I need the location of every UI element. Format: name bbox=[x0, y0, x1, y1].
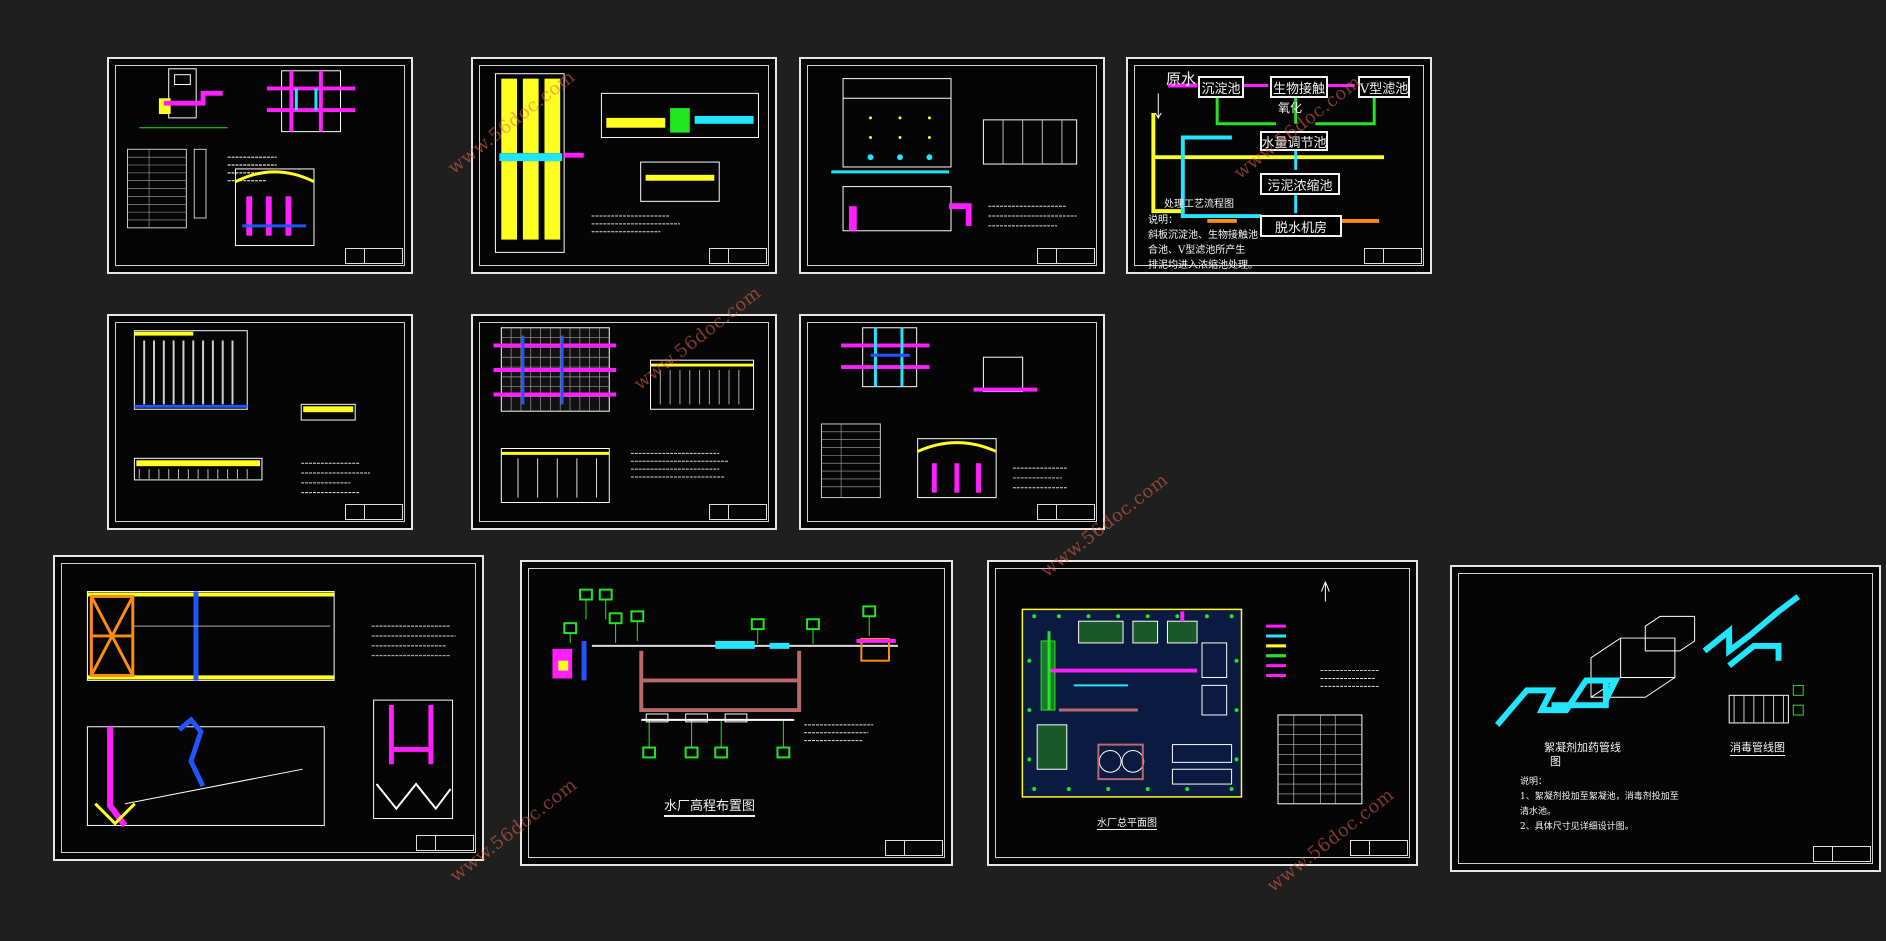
drawing-sheet-pump-house[interactable] bbox=[107, 57, 413, 274]
flow-note-line: 斜板沉淀池、生物接触池 bbox=[1148, 230, 1258, 241]
flow-oxidation-label: 氧化 bbox=[1278, 101, 1303, 115]
title-block bbox=[709, 504, 767, 520]
pipeline-note-line: 清水池。 bbox=[1520, 807, 1557, 817]
sheet-frame bbox=[115, 65, 405, 266]
bio-contact-drawing bbox=[133, 330, 370, 494]
elevation-drawing bbox=[552, 588, 898, 759]
elevation-caption: 水厂高程布置图 bbox=[664, 795, 756, 817]
pump-house-drawing bbox=[126, 68, 356, 246]
dosing-pipelines-drawing bbox=[1494, 594, 1804, 727]
flocculation-drawing bbox=[493, 327, 755, 503]
sheet-frame bbox=[995, 568, 1410, 858]
coagulant-pipe-caption-2: 图 bbox=[1550, 755, 1561, 768]
drawing-sheet-flocculation[interactable] bbox=[471, 314, 777, 530]
site-layout-drawing bbox=[1021, 581, 1380, 805]
drawing-sheet-site-layout[interactable]: 水厂总平面图 bbox=[987, 560, 1418, 866]
sheet-frame bbox=[1458, 573, 1873, 864]
pipeline-notes: 说明： 1、絮凝剂投加至絮凝池，消毒剂投加至 清水池。 2、具体尺寸见详细设计图… bbox=[1520, 775, 1679, 835]
flow-note-line: 排泥均进入浓缩池处理。 bbox=[1148, 260, 1258, 271]
process-flow-lines bbox=[1151, 83, 1385, 223]
title-block bbox=[1037, 504, 1095, 520]
sheet-frame bbox=[479, 322, 769, 522]
clarifier-drawing bbox=[86, 591, 456, 828]
title-block bbox=[1364, 248, 1422, 264]
title-block bbox=[345, 248, 403, 264]
title-block bbox=[345, 504, 403, 520]
drawing-sheet-process-flow[interactable]: 原水 沉淀池 生物接触 V型滤池 氧化 水量调节池 污泥浓缩池 脱水机房 处理工… bbox=[1126, 57, 1432, 274]
dosing-house-drawing bbox=[820, 327, 1067, 499]
title-block bbox=[1813, 846, 1871, 862]
drawing-sheet-dosing-house[interactable] bbox=[799, 314, 1105, 530]
title-block bbox=[885, 840, 943, 856]
drawing-sheet-clarifier[interactable] bbox=[53, 555, 484, 861]
drawing-sheet-elevation[interactable]: 水厂高程布置图 bbox=[520, 560, 953, 866]
sheet-frame bbox=[807, 322, 1097, 522]
sheet-frame bbox=[807, 65, 1097, 266]
flow-diagram-title: 处理工艺流程图 bbox=[1164, 199, 1234, 210]
sheet-frame bbox=[528, 568, 945, 858]
sheet-frame bbox=[1134, 65, 1424, 266]
flow-node-dewatering: 脱水机房 bbox=[1260, 215, 1342, 237]
drawing-sheet-v-filter[interactable] bbox=[471, 57, 777, 274]
pipeline-note-line: 1、絮凝剂投加至絮凝池，消毒剂投加至 bbox=[1520, 792, 1679, 802]
title-block bbox=[1350, 840, 1408, 856]
flow-notes: 说明： 斜板沉淀池、生物接触池 合池、V型滤池所产生 排泥均进入浓缩池处理。 bbox=[1148, 213, 1258, 273]
drawing-sheet-sedimentation[interactable] bbox=[799, 57, 1105, 274]
pipeline-note-line: 说明： bbox=[1520, 777, 1548, 787]
coagulant-pipe-caption: 絮凝剂加药管线 bbox=[1544, 741, 1621, 754]
flow-node-bio-contact: 生物接触 bbox=[1270, 76, 1328, 98]
flow-source-label: 原水 bbox=[1166, 70, 1197, 88]
flow-node-v-filter: V型滤池 bbox=[1358, 76, 1410, 98]
sheet-frame bbox=[61, 563, 476, 853]
title-block bbox=[416, 835, 474, 851]
site-layout-caption: 水厂总平面图 bbox=[1097, 814, 1157, 830]
drawing-sheet-dosing-pipelines[interactable]: 絮凝剂加药管线 图 消毒管线图 说明： 1、絮凝剂投加至絮凝池，消毒剂投加至 清… bbox=[1450, 565, 1881, 872]
flow-note-line: 合池、V型滤池所产生 bbox=[1148, 245, 1246, 256]
sheet-frame bbox=[479, 65, 769, 266]
drawing-sheet-bio-contact[interactable] bbox=[107, 314, 413, 530]
title-block bbox=[709, 248, 767, 264]
title-block bbox=[1037, 248, 1095, 264]
disinfect-pipe-caption: 消毒管线图 bbox=[1730, 741, 1785, 756]
flow-node-sedimentation: 沉淀池 bbox=[1198, 76, 1244, 98]
flow-note-line: 说明： bbox=[1148, 215, 1178, 226]
flow-node-sludge-thickener: 污泥浓缩池 bbox=[1260, 173, 1340, 195]
v-filter-drawing bbox=[494, 73, 759, 253]
flow-node-balance-tank: 水量调节池 bbox=[1260, 131, 1328, 151]
sheet-frame bbox=[115, 322, 405, 522]
pipeline-note-line: 2、具体尺寸见详细设计图。 bbox=[1520, 822, 1634, 832]
sedimentation-drawing bbox=[831, 78, 1078, 232]
